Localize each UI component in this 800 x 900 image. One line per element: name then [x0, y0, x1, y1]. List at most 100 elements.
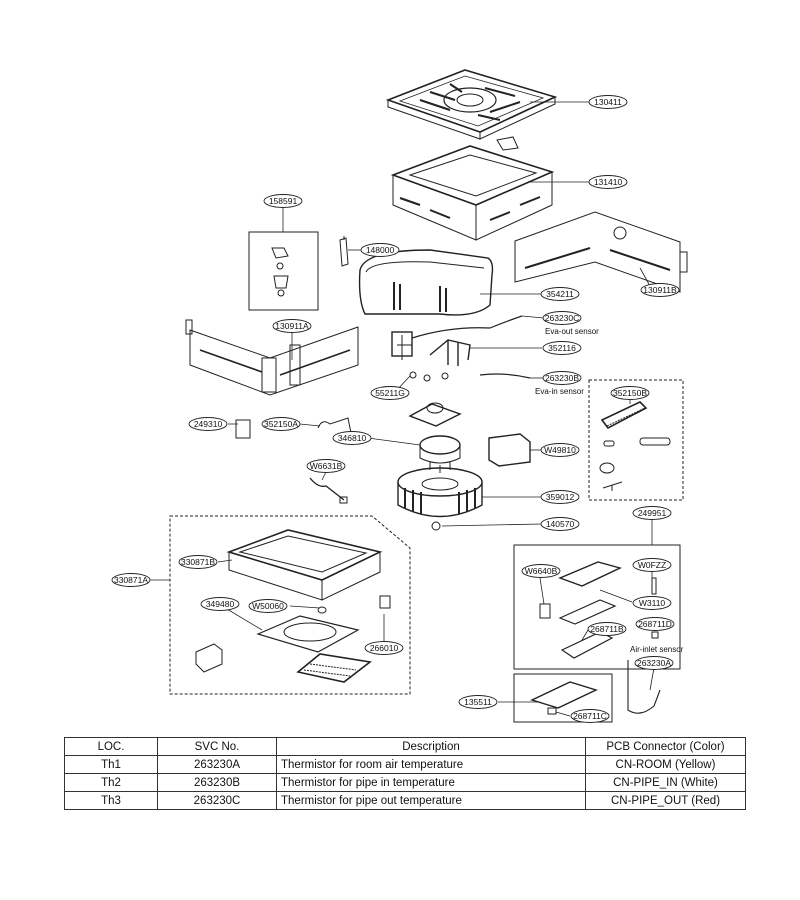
accessory-box-part [588, 379, 684, 501]
table-row: Th2 263230B Thermistor for pipe in tempe… [64, 773, 746, 792]
part-number-label: W50060 [252, 601, 284, 611]
part-callout: 263230A [634, 656, 674, 670]
callout-bubble [521, 564, 561, 578]
callout-bubble [370, 386, 410, 400]
callout-bubble [540, 490, 580, 504]
part-number-label: 263230B [545, 373, 579, 383]
part-number-label: 330871A [114, 575, 148, 585]
header-svc-no: SVC No. [157, 737, 277, 756]
callout-bubble [610, 386, 650, 400]
part-callout: 330871B [178, 555, 218, 569]
leader-lines [150, 101, 657, 717]
part-number-label: 131410 [594, 177, 623, 187]
drain-pan-box [169, 515, 411, 695]
part-callout: 268711D [635, 617, 675, 631]
callout-bubble [588, 175, 628, 189]
callout-bubble [364, 641, 404, 655]
header-description: Description [276, 737, 586, 756]
display-box [513, 673, 613, 723]
eva-out-sensor-note: Eva-out sensor [545, 327, 599, 336]
part-callout: 352150A [261, 417, 301, 431]
cell-description: Thermistor for pipe out temperature [276, 791, 586, 810]
header-pcb-connector: PCB Connector (Color) [585, 737, 746, 756]
part-number-label: W6640B [525, 566, 558, 576]
callout-bubble [542, 371, 582, 385]
callout-bubble [588, 95, 628, 109]
turbo-fan-part [397, 467, 483, 531]
part-callout: 249951 [632, 506, 672, 520]
part-number-label: 268711C [573, 711, 607, 721]
part-callout: 130911B [640, 283, 680, 297]
part-number-label: 148000 [366, 245, 395, 255]
cell-description: Thermistor for pipe in temperature [276, 773, 586, 792]
callout-bubble [635, 617, 675, 631]
part-callout: W50060 [248, 599, 288, 613]
part-number-label: 352116 [548, 343, 576, 353]
part-callout: 266010 [364, 641, 404, 655]
side-panel-right-part [514, 211, 688, 293]
part-number-label: 359012 [546, 492, 575, 502]
part-number-label: 263230A [637, 658, 671, 668]
part-number-label: 352150A [264, 419, 298, 429]
fan-motor-part [408, 402, 462, 473]
part-number-label: 249951 [638, 508, 667, 518]
part-callout: 135511 [458, 695, 498, 709]
evaporator-part [358, 249, 494, 316]
callout-bubble [200, 597, 240, 611]
part-callout: 352150B [610, 386, 650, 400]
front-grille-part [385, 69, 558, 151]
exploded-parts-diagram: 130411131410158591148000354211130911B130… [111, 69, 688, 723]
part-number-label: 354211 [546, 289, 574, 299]
cell-description: Thermistor for room air temperature [276, 755, 586, 774]
part-callout: 158591 [263, 194, 303, 208]
part-number-label: 266010 [370, 643, 399, 653]
part-callout: W6631B [306, 459, 346, 473]
callout-bubble [178, 555, 218, 569]
cell-loc: Th2 [64, 773, 158, 792]
part-callout: 130411 [588, 95, 628, 109]
part-callout: W49810 [540, 443, 580, 457]
control-box-part [488, 433, 531, 467]
callout-bubble [640, 283, 680, 297]
callout-bubble [570, 709, 610, 723]
callout-bubble [540, 443, 580, 457]
callout-bubble [634, 656, 674, 670]
callout-bubble [540, 287, 580, 301]
part-callout: W3110 [632, 596, 672, 610]
part-number-label: 140570 [546, 519, 575, 529]
callout-bubble [188, 417, 228, 431]
part-callout: W6640B [521, 564, 561, 578]
part-callout: 249310 [188, 417, 228, 431]
cabinet-frame-part [390, 145, 555, 241]
callout-bubble [542, 341, 582, 355]
part-callout: 263230C [542, 311, 582, 325]
part-number-label: 268711D [638, 619, 672, 629]
part-number-label: W0FZZ [638, 560, 666, 570]
part-callout: 263230B [542, 371, 582, 385]
drain-parts [235, 417, 353, 441]
thermistor-table: LOC. SVC No. Description PCB Connector (… [64, 737, 746, 810]
air-inlet-sensor-note: Air-inlet sensor [630, 645, 684, 654]
part-callout: 330871A [111, 573, 151, 587]
callout-bubble [360, 243, 400, 257]
callout-bubble [111, 573, 151, 587]
eva-in-sensor-note: Eva-in sensor [535, 387, 584, 396]
cell-pcb-connector: CN-PIPE_OUT (Red) [585, 791, 746, 810]
header-loc: LOC. [64, 737, 158, 756]
part-number-label: 263230C [545, 313, 580, 323]
callout-bubble [632, 558, 672, 572]
part-callout: 268711B [587, 622, 627, 636]
part-callout: 354211 [540, 287, 580, 301]
part-number-label: 268711B [590, 624, 624, 634]
callout-bubble [261, 417, 301, 431]
part-number-label: 55211G [375, 388, 405, 398]
bracket-box-part [248, 231, 319, 311]
cell-svc-no: 263230A [157, 755, 277, 774]
table-header-row: LOC. SVC No. Description PCB Connector (… [64, 737, 746, 756]
part-callout: 55211G [370, 386, 410, 400]
part-callout: 148000 [360, 243, 400, 257]
part-callout: W0FZZ [632, 558, 672, 572]
small-bracket-part [339, 236, 349, 267]
table-row: Th3 263230C Thermistor for pipe out temp… [64, 791, 746, 810]
